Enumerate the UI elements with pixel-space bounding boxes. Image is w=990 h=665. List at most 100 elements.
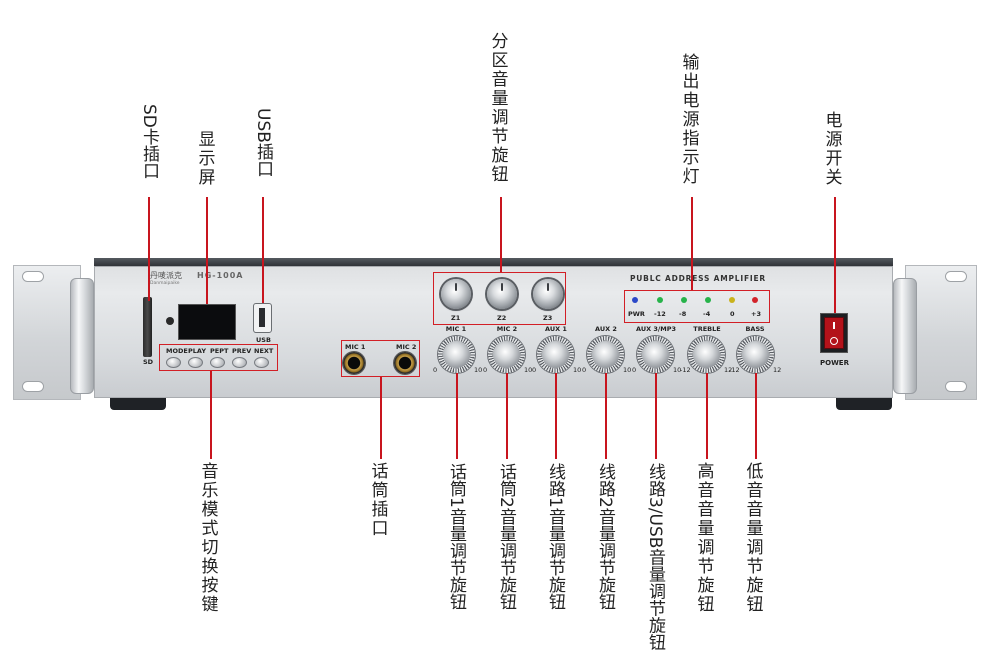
callout-mic-jack: 话筒插口 (371, 462, 389, 539)
aux1-scale-max: 10 (573, 366, 582, 374)
left-foot (110, 398, 166, 410)
channel-label-aux2: AUX 2 (595, 325, 617, 333)
left-rack-ear (13, 265, 81, 400)
channel-label-treble: TREBLE (693, 325, 721, 333)
led-label-minus4: -4 (703, 310, 711, 318)
callout-aux3-knob: 线路3/USB音量调节旋钮 (645, 463, 665, 651)
brand-subtext: Danmaipaike (150, 281, 180, 286)
leader-mic1-knob (456, 373, 458, 459)
leader-mode-buttons (210, 371, 212, 459)
mic2-scale-min: 0 (483, 366, 488, 374)
led-label-pwr: PWR (628, 310, 645, 318)
aux2-scale-max: 10 (623, 366, 632, 374)
leader-usb (262, 197, 264, 303)
aux3-volume-knob[interactable] (637, 336, 674, 373)
right-ear-slot-bottom (945, 381, 967, 392)
power-switch-on-mark (833, 322, 835, 329)
zone3-knob[interactable] (533, 279, 563, 309)
right-handle[interactable] (893, 278, 917, 394)
led-label-minus8: -8 (679, 310, 687, 318)
mic1-scale-min: 0 (433, 366, 438, 374)
callout-output-leds: 输出电源指示灯 (682, 53, 700, 187)
button-label-play: PLAY (188, 347, 207, 355)
leader-display (206, 197, 208, 304)
mic1-jack[interactable] (343, 352, 365, 374)
usb-port[interactable] (253, 303, 272, 333)
zone-knobs-highlight (433, 272, 566, 325)
zone1-knob[interactable] (441, 279, 471, 309)
callout-sd-slot: SD卡插口 (139, 104, 159, 179)
aux1-volume-knob[interactable] (537, 336, 574, 373)
zone2-label: Z2 (497, 314, 507, 322)
button-label-next: NEXT (254, 347, 274, 355)
callout-bass-knob: 低音音量调节旋钮 (746, 462, 764, 615)
left-ear-slot-bottom (22, 381, 44, 392)
callout-display: 显示屏 (198, 130, 216, 188)
right-ear-slot-top (945, 271, 967, 282)
led-minus4 (705, 297, 711, 303)
mic1-scale-max: 10 (474, 366, 483, 374)
led-plus3 (752, 297, 758, 303)
treble-knob[interactable] (688, 336, 725, 373)
bass-scale-max: 12 (773, 366, 782, 374)
channel-label-aux1: AUX 1 (545, 325, 567, 333)
panel-title: PUBLC ADDRESS AMPLIFIER (630, 274, 766, 283)
power-switch[interactable] (824, 317, 844, 349)
bass-scale-min: -12 (729, 366, 740, 374)
callout-usb-port: USB插口 (253, 108, 273, 177)
power-label: POWER (820, 359, 849, 367)
output-leds-highlight (624, 290, 770, 323)
leader-aux3-knob (655, 373, 657, 459)
callout-zone-knobs: 分区音量调节旋钮 (491, 32, 509, 185)
mode-buttons-highlight (159, 344, 278, 371)
aux2-scale-min: 0 (582, 366, 587, 374)
bass-knob[interactable] (737, 336, 774, 373)
channel-label-mic1: MIC 1 (445, 325, 467, 333)
zone1-label: Z1 (451, 314, 461, 322)
leader-mic2-knob (506, 373, 508, 459)
mic-jacks-highlight (341, 340, 420, 377)
leader-aux2-knob (605, 373, 607, 459)
button-label-pept: PEPT (210, 347, 229, 355)
left-ear-slot-top (22, 271, 44, 282)
leader-bass-knob (755, 373, 757, 459)
mode-button[interactable] (166, 357, 181, 368)
mic2-jack[interactable] (394, 352, 416, 374)
led-label-zero: 0 (730, 310, 735, 318)
leader-zone-knobs (500, 197, 502, 272)
leader-aux1-knob (555, 373, 557, 459)
mic1-volume-knob[interactable] (438, 336, 475, 373)
lcd-display (178, 304, 236, 340)
chassis-top-edge (94, 258, 893, 267)
right-foot (836, 398, 892, 410)
mic1-jack-label: MIC 1 (345, 343, 366, 351)
left-handle[interactable] (70, 278, 94, 394)
channel-label-bass: BASS (745, 325, 765, 333)
aux3-scale-min: 0 (632, 366, 637, 374)
brand-name: 丹唛派克 (150, 271, 182, 280)
sd-card-slot[interactable] (143, 297, 152, 357)
button-label-mode: MODE (166, 347, 188, 355)
leader-mic-jack (380, 377, 382, 459)
led-label-plus3: +3 (751, 310, 761, 318)
pept-button[interactable] (210, 357, 225, 368)
power-switch-off-mark (830, 337, 838, 345)
mic2-jack-label: MIC 2 (396, 343, 417, 351)
channel-label-aux3: AUX 3/MP3 (636, 325, 677, 333)
leader-output-leds (691, 197, 693, 290)
next-button[interactable] (254, 357, 269, 368)
ir-sensor (166, 317, 174, 325)
callout-mic2-knob: 话筒2音量调节旋钮 (496, 463, 516, 610)
model-name: HG-100A (197, 271, 244, 280)
play-button[interactable] (188, 357, 203, 368)
mic2-scale-max: 10 (524, 366, 533, 374)
treble-scale-max: 12 (724, 366, 733, 374)
leader-power (834, 197, 836, 313)
zone2-knob[interactable] (487, 279, 517, 309)
aux1-scale-min: 0 (532, 366, 537, 374)
callout-mic1-knob: 话筒1音量调节旋钮 (446, 463, 466, 610)
prev-button[interactable] (232, 357, 247, 368)
led-zero (729, 297, 735, 303)
aux2-volume-knob[interactable] (587, 336, 624, 373)
mic2-volume-knob[interactable] (488, 336, 525, 373)
